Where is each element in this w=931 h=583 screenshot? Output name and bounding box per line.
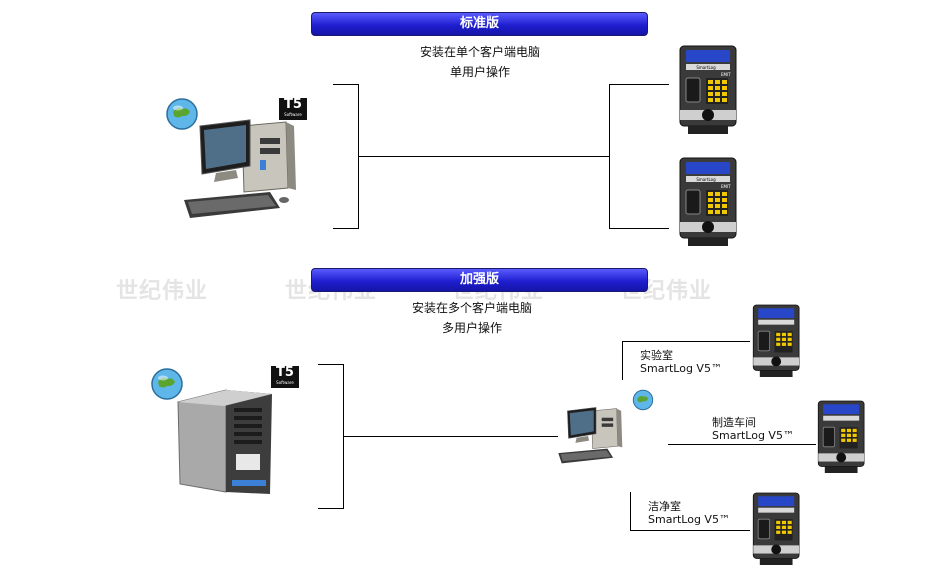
enh-connector-horizontal <box>343 436 558 437</box>
enh-client2-horizontal <box>668 444 816 445</box>
enh-client3-horizontal <box>630 530 750 531</box>
smartlog-device-4 <box>817 400 865 473</box>
client-label-cleanroom: 洁净室 SmartLog V5™ <box>648 500 730 526</box>
client-label-lab: 实验室 SmartLog V5™ <box>640 349 722 375</box>
std-connector-right-bottom <box>609 228 669 229</box>
globe-icon <box>632 389 654 411</box>
t5-software-logo-server: T5 Software <box>271 366 299 388</box>
enhanced-description-line2: 多用户操作 <box>441 321 502 335</box>
smartlog-device-5 <box>752 492 800 565</box>
smartlog-device-3 <box>752 304 800 377</box>
enh-connector-left-top <box>318 364 344 365</box>
device-brand: SmartLog <box>696 177 716 182</box>
device-brand: SmartLog <box>696 65 716 70</box>
server-tower-icon <box>177 389 272 494</box>
enh-connector-left-bottom <box>318 508 344 509</box>
globe-icon <box>166 98 198 130</box>
enh-client1-horizontal <box>622 341 750 342</box>
desktop-computer-icon <box>184 119 296 218</box>
device-maker: EMIT <box>721 184 731 189</box>
smartlog-device-2: SmartLog EMIT <box>679 157 737 246</box>
std-connector-horizontal <box>358 156 610 157</box>
smartlog-device-1: SmartLog EMIT <box>679 45 737 134</box>
enhanced-description-line1: 安装在多个客户端电脑 <box>411 301 532 315</box>
std-connector-left-top <box>333 84 359 85</box>
standard-description-line2: 单用户操作 <box>449 65 510 79</box>
standard-description-line1: 安装在单个客户端电脑 <box>419 45 540 59</box>
device-maker: EMIT <box>721 72 731 77</box>
std-connector-right-vertical <box>609 84 610 229</box>
t5-software-logo: T5 Software <box>279 98 307 120</box>
globe-icon <box>151 368 183 400</box>
watermark-1: 世纪伟业 <box>116 279 209 304</box>
std-connector-left-bottom <box>333 228 359 229</box>
enh-client3-vertical <box>630 492 631 530</box>
enh-client1-vertical <box>622 341 623 380</box>
std-connector-right-top <box>609 84 669 85</box>
enhanced-edition-banner: 加强版 <box>311 268 648 292</box>
client-label-workshop: 制造车间 SmartLog V5™ <box>712 416 794 442</box>
standard-edition-banner: 标准版 <box>311 12 648 36</box>
client-computer-icon <box>558 407 623 464</box>
